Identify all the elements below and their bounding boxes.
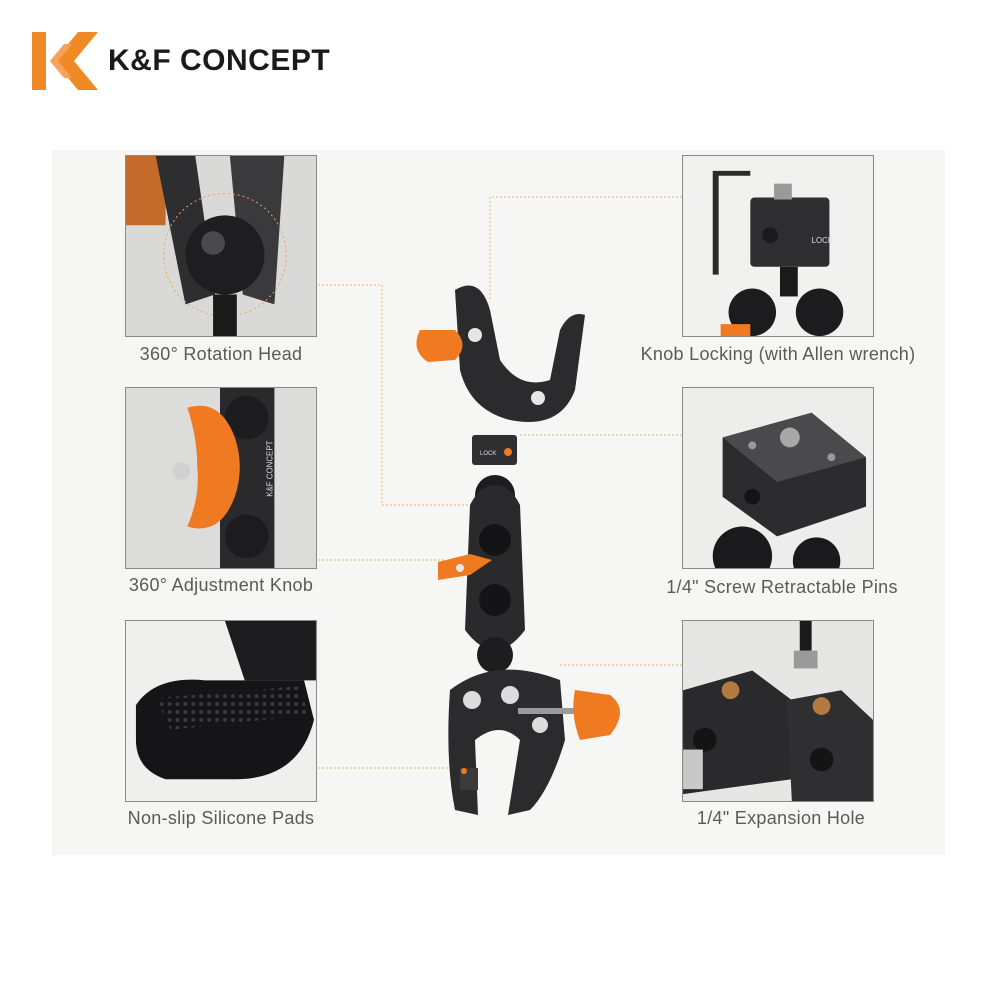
logo-mark-icon xyxy=(32,32,98,90)
svg-text:LOCK: LOCK xyxy=(812,236,834,245)
photo-adjustment-knob: K&F CONCEPT xyxy=(125,387,317,569)
caption-expansion-hole: 1/4" Expansion Hole xyxy=(696,808,866,828)
svg-text:K&F CONCEPT: K&F CONCEPT xyxy=(265,440,274,496)
photo-knob-locking: LOCK xyxy=(682,155,874,337)
svg-text:LOCK: LOCK xyxy=(480,451,496,457)
brand-name: K&F CONCEPT xyxy=(108,44,331,77)
caption-adjustment-knob: 360° Adjustment Knob xyxy=(128,575,314,595)
photo-screw-pins xyxy=(682,387,874,569)
photo-rotation-head xyxy=(125,155,317,337)
photo-silicone-pads xyxy=(125,620,317,802)
caption-rotation-head: 360° Rotation Head xyxy=(139,344,303,364)
magic-arm-clamp: LOCK xyxy=(400,270,660,850)
kf-concept-logo xyxy=(32,32,98,90)
caption-screw-pins: 1/4" Screw Retractable Pins xyxy=(666,577,898,597)
caption-silicone-pads: Non-slip Silicone Pads xyxy=(127,808,315,828)
caption-knob-locking: Knob Locking (with Allen wrench) xyxy=(640,344,916,364)
photo-expansion-hole xyxy=(682,620,874,802)
